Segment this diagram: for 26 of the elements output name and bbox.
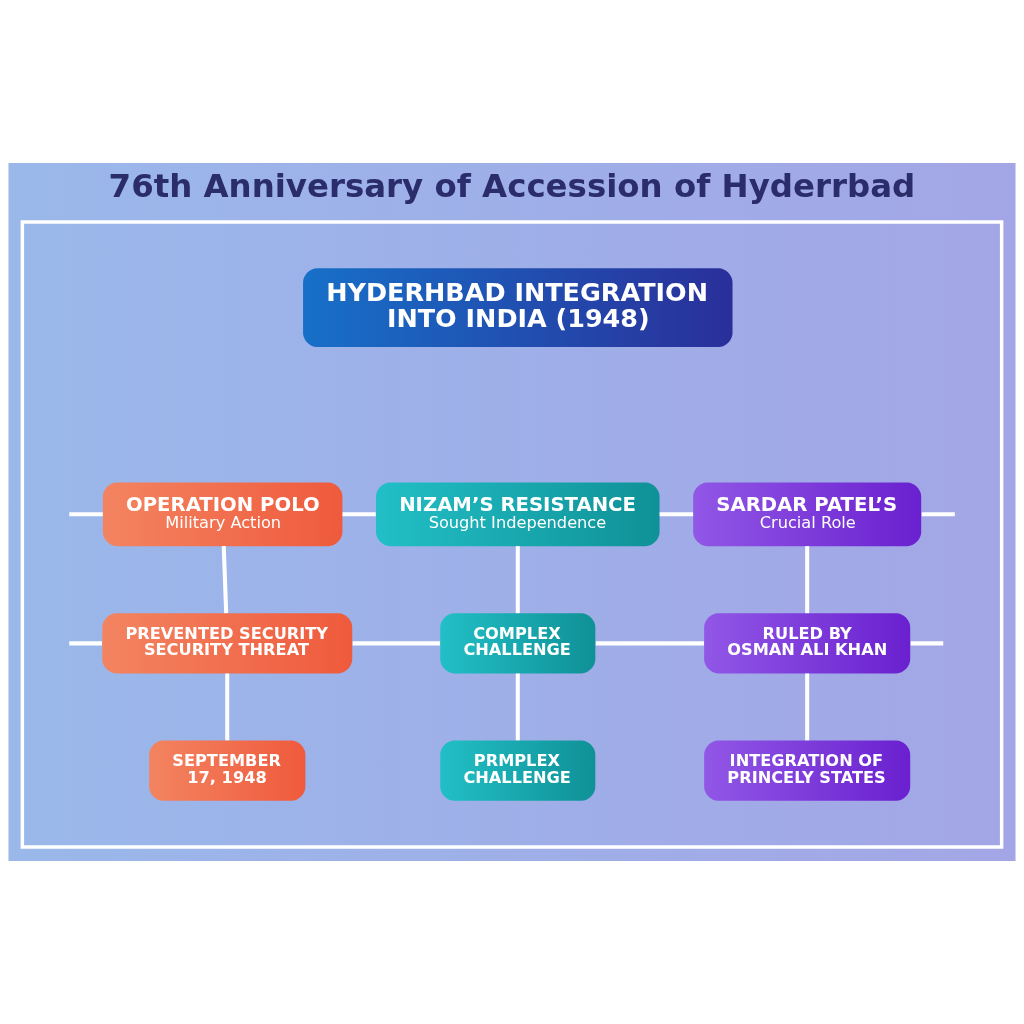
connector xyxy=(921,512,955,517)
node-box: RULED BY OSMAN ALI KHAN xyxy=(704,613,911,674)
node-box: INTEGRATION OF PRINCELY STATES xyxy=(704,740,911,801)
cluster xyxy=(20,220,1004,849)
connector xyxy=(805,546,810,614)
connector xyxy=(342,512,376,517)
connector xyxy=(659,512,694,517)
connector xyxy=(225,673,230,741)
connector xyxy=(910,641,944,646)
connector xyxy=(515,673,520,741)
node-box: HYDERHBAD INTEGRATION INTO INDIA (1948) xyxy=(303,268,733,348)
connector xyxy=(352,641,441,646)
node-box: SEPTEMBER 17, 1948 xyxy=(149,740,306,801)
node-box: NIZAM’S RESISTANCE Sought Independence xyxy=(376,482,660,547)
connector xyxy=(515,546,520,614)
node-box: PRMPLEX CHALLENGE xyxy=(440,740,596,801)
connector xyxy=(805,673,810,741)
node-box: OPERATION POLO Military Action xyxy=(102,482,343,547)
connector xyxy=(221,546,229,614)
connector xyxy=(69,512,103,517)
diagram-title: 76th Anniversary of Accession of Hyderrbad xyxy=(108,167,916,206)
node-box: PREVENTED SECURITY SECURITY THREAT xyxy=(102,613,353,674)
node-box: SARDAR PATEL’S Crucial Role xyxy=(693,482,922,547)
connector xyxy=(595,641,704,646)
connector xyxy=(69,641,102,646)
node-box: COMPLEX CHALLENGE xyxy=(440,613,596,674)
